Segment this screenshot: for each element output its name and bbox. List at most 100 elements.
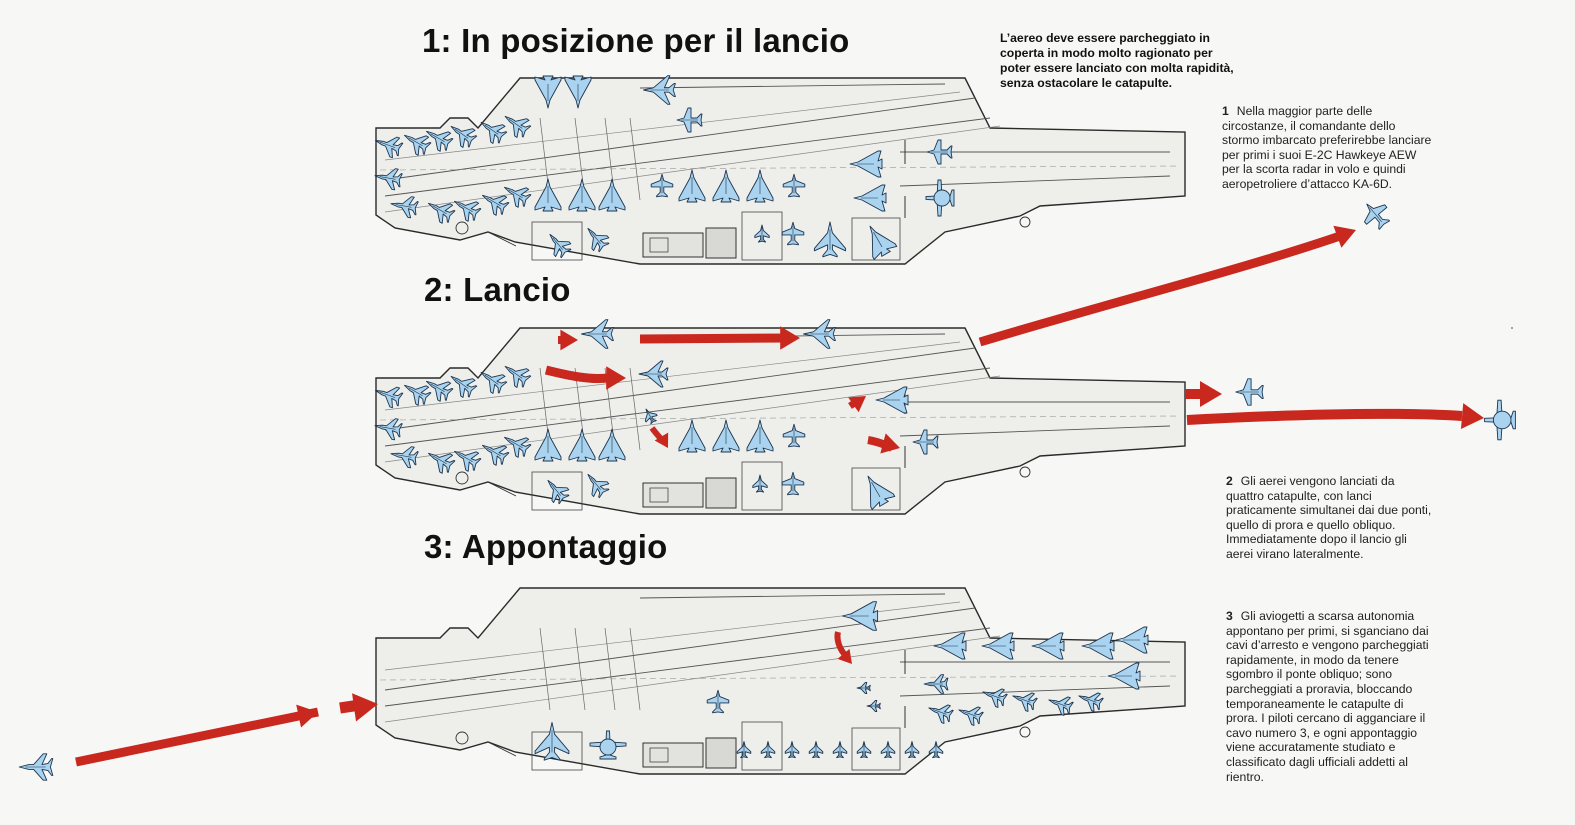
- aircraft-spine: [379, 141, 396, 148]
- aircraft: [374, 418, 403, 441]
- aircraft: [813, 221, 847, 258]
- catapult-track: [899, 685, 1171, 697]
- red-arrow-tip: [654, 432, 669, 448]
- red-arrow-head: [1200, 381, 1222, 407]
- aircraft: [933, 632, 967, 660]
- elevator: [741, 211, 783, 261]
- note-1-text: Nella maggior parte delle circostanze, i…: [1222, 104, 1432, 191]
- aircraft: [638, 360, 669, 388]
- aircraft: [390, 196, 419, 219]
- aircraft-spine: [484, 374, 499, 385]
- aircraft: [746, 169, 774, 203]
- aircraft: [1081, 632, 1115, 660]
- sponson: [455, 221, 469, 235]
- aircraft: [375, 136, 404, 159]
- aircraft: [676, 107, 703, 133]
- aircraft-spine: [458, 453, 473, 463]
- catapult-track: [899, 175, 1171, 187]
- aircraft: [1048, 696, 1074, 716]
- aircraft-spine: [932, 709, 947, 715]
- aircraft: [853, 184, 887, 212]
- aircraft: [643, 75, 676, 105]
- aircraft: [404, 384, 432, 406]
- aircraft-spine: [395, 204, 412, 208]
- aircraft: [869, 225, 898, 260]
- red-arrow-tip: [606, 366, 626, 390]
- aircraft-spine: [552, 237, 563, 250]
- note-3-text: Gli aviogetti a scarsa autonomia apponta…: [1226, 609, 1429, 784]
- heading-step-3: 3: Appontaggio: [424, 528, 668, 565]
- aircraft: [480, 121, 508, 144]
- radome: [933, 189, 951, 207]
- red-arrow-head: [606, 366, 626, 390]
- elevator: [531, 221, 583, 261]
- aircraft-spine: [871, 482, 881, 498]
- aircraft: [534, 722, 570, 761]
- red-arrow-head: [981, 338, 986, 344]
- aircraft: [712, 419, 740, 453]
- note-2-number: 2: [1226, 474, 1233, 488]
- aircraft-body: [1048, 696, 1074, 716]
- red-arrow-shaft: [639, 333, 791, 344]
- red-arrow-head: [1333, 225, 1356, 248]
- red-arrow-head: [296, 704, 318, 728]
- aircraft: [534, 178, 562, 212]
- aircraft: [504, 436, 532, 458]
- deck-centerline: [379, 415, 1181, 421]
- aircraft: [482, 194, 510, 216]
- aircraft: [678, 419, 706, 453]
- aircraft-spine: [395, 454, 412, 458]
- angled-deck-line: [384, 341, 961, 411]
- heading-step-1: 1: In posizione per il lancio: [422, 22, 850, 59]
- aircraft-spine: [458, 203, 473, 213]
- aircraft-body: [428, 452, 456, 474]
- aircraft-body: [374, 418, 403, 441]
- aircraft: [782, 423, 806, 448]
- catapult-track: [639, 593, 946, 599]
- aircraft: [650, 173, 674, 198]
- aircraft: [849, 150, 883, 178]
- red-arrow-head: [654, 432, 669, 448]
- angled-deck-line: [384, 367, 991, 447]
- note-2-text: Gli aerei vengono lanciati da quattro ca…: [1226, 474, 1432, 561]
- aircraft-body: [450, 125, 478, 148]
- aircraft: [875, 386, 909, 414]
- note-1-number: 1: [1222, 104, 1229, 118]
- aircraft-body: [404, 384, 432, 406]
- red-arrow-tip: [352, 693, 378, 722]
- aircraft-spine: [379, 176, 396, 180]
- aircraft: [678, 169, 706, 203]
- angled-deck-line: [384, 635, 1001, 723]
- elevator: [851, 217, 901, 261]
- red-arrow-head: [880, 433, 900, 454]
- red-arrow-tip: [1200, 381, 1222, 407]
- carrier-deck-1: [375, 77, 1186, 265]
- aircraft: [504, 186, 532, 208]
- red-arrow-shaft: [978, 231, 1342, 347]
- red-arrow-tip: [296, 704, 318, 728]
- aircraft-spine: [1016, 697, 1031, 703]
- aircraft: [581, 319, 614, 349]
- arresting-wire: [629, 627, 641, 711]
- aircraft-spine: [432, 205, 447, 215]
- aircraft-body: [928, 704, 954, 724]
- aircraft: [752, 474, 768, 493]
- red-arrow-tip: [848, 396, 866, 413]
- aircraft: [568, 178, 596, 212]
- sponson: [1019, 466, 1031, 478]
- aircraft: [482, 444, 510, 466]
- aircraft: [928, 741, 944, 759]
- aircraft-spine: [454, 378, 469, 389]
- aircraft: [480, 371, 508, 394]
- red-arrow-head: [1460, 403, 1484, 430]
- note-3-number: 3: [1226, 609, 1233, 623]
- island-detail: [649, 237, 669, 253]
- red-arrow-head: [837, 648, 852, 664]
- aircraft-body: [390, 446, 419, 469]
- aircraft-spine: [432, 455, 447, 465]
- deck-centerline: [379, 675, 1181, 681]
- aircraft: [803, 319, 836, 349]
- arresting-wire: [629, 367, 641, 451]
- aircraft-spine: [873, 232, 883, 248]
- aircraft-body: [1364, 203, 1390, 230]
